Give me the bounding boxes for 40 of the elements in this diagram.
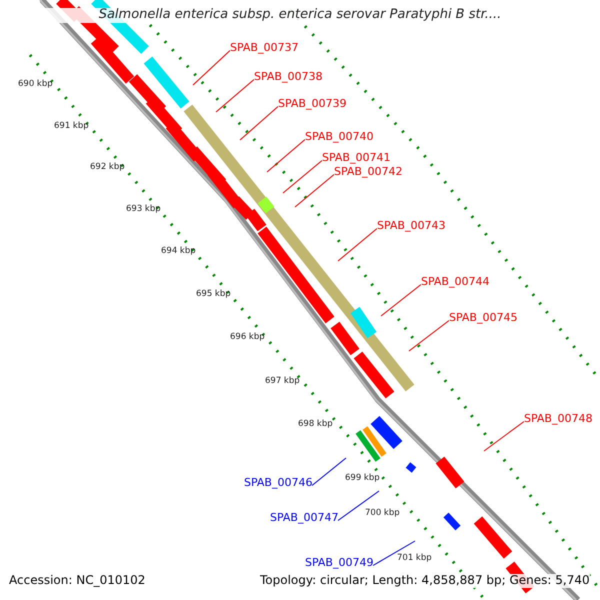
scale-label: 699 kbp — [345, 474, 380, 484]
leader-line — [338, 490, 380, 521]
gene-label: SPAB_00737 — [230, 42, 298, 55]
scale-label: 701 kbp — [397, 554, 432, 564]
leader-line — [216, 79, 254, 112]
leader-line — [380, 284, 422, 316]
gene-label: SPAB_00742 — [334, 166, 402, 179]
leader-line — [312, 458, 346, 486]
gene-label: SPAB_00743 — [377, 220, 446, 233]
gene-label: SPAB_00748 — [524, 413, 592, 426]
scale-label: 690 kbp — [18, 80, 53, 90]
scale-label: 700 kbp — [365, 509, 400, 519]
gene-label: SPAB_00747 — [270, 512, 338, 525]
info-text: Topology: circular; Length: 4,858,887 bp; Genes: 5,740 — [260, 574, 590, 588]
gene-label: SPAB_00749 — [305, 557, 374, 570]
scale-label: 697 kbp — [265, 377, 300, 387]
info-text: Accession: NC_010102 — [9, 574, 146, 588]
gene-label: SPAB_00740 — [305, 131, 374, 144]
scale-label: 692 kbp — [90, 163, 125, 173]
gene-label: SPAB_00744 — [421, 276, 490, 289]
scale-label: 695 kbp — [196, 290, 231, 300]
scale-label: 691 kbp — [54, 122, 89, 132]
leader-line — [282, 160, 322, 194]
leader-line — [266, 139, 306, 172]
gene-label: SPAB_00739 — [278, 98, 346, 111]
leader-line — [240, 106, 278, 140]
leader-line — [192, 50, 230, 86]
leader-line — [372, 540, 416, 566]
gene-label: SPAB_00741 — [322, 152, 390, 165]
scale-label: 693 kbp — [126, 205, 161, 215]
gene-label: SPAB_00745 — [449, 312, 518, 325]
leader-line — [294, 174, 334, 208]
scale-label: 694 kbp — [161, 247, 196, 257]
scale-label: 698 kbp — [298, 420, 333, 430]
leader-line — [408, 320, 450, 352]
scale-label: 696 kbp — [230, 333, 265, 343]
leader-line — [338, 228, 378, 262]
gene-label: SPAB_00738 — [254, 71, 322, 84]
leader-line — [484, 421, 524, 452]
gene-label: SPAB_00746 — [244, 477, 312, 490]
